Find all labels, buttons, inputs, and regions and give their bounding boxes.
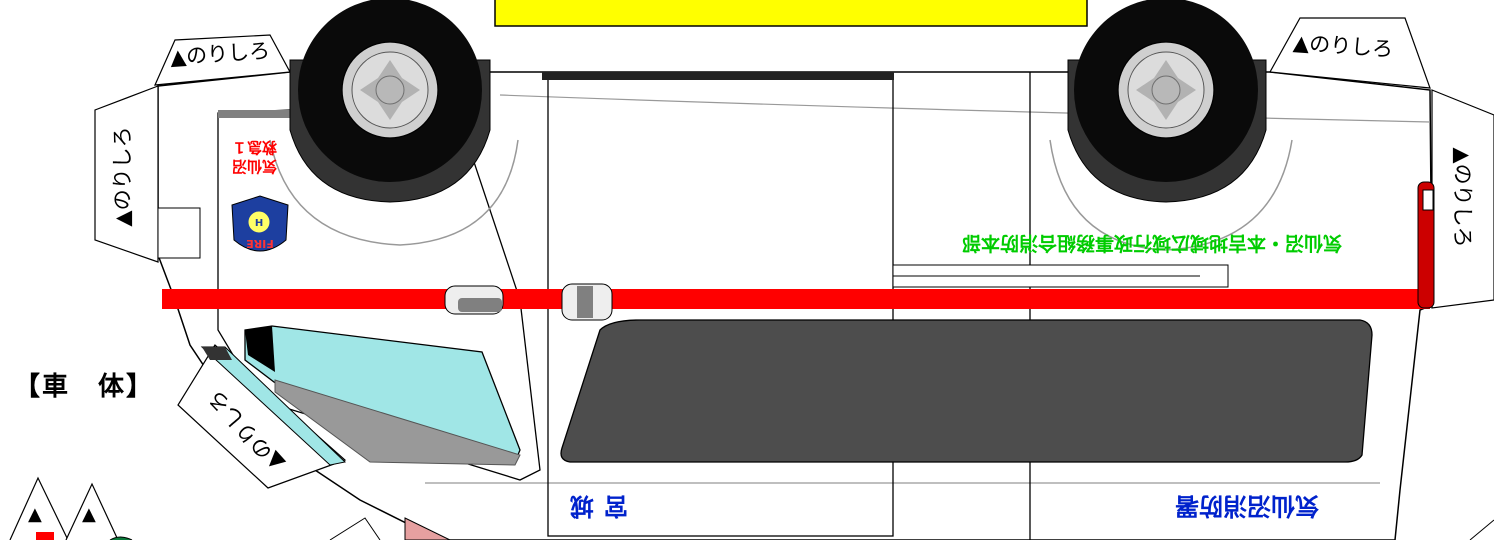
organization-name: 気仙沼・本吉地域広域行政事務組合消防本部 (962, 232, 1343, 254)
glue-label-left: ▲のりしろ (110, 126, 135, 227)
glue-tab-upper-right (1269, 17, 1431, 89)
glue-mark-2: ▲ (82, 504, 96, 525)
side-window (560, 319, 1373, 463)
glue-tab-left (94, 85, 159, 263)
section-label: 【車 体】 (14, 372, 155, 402)
emblem-label: FIRE (246, 237, 274, 250)
red-stripe (162, 289, 1430, 309)
glue-label-right: ▲のりしろ (1450, 147, 1475, 248)
station-name: 気仙沼消防署 (1175, 492, 1319, 520)
front-wheel (289, 0, 491, 203)
glue-tab-upper-left (154, 34, 291, 86)
glue-mark-1: ▲ (28, 504, 42, 525)
vehicle-name: 気仙沼 救急１ (232, 138, 278, 176)
svg-text:H: H (255, 218, 263, 229)
fire-emblem: H FIRE (231, 195, 289, 252)
rear-wheel (1067, 0, 1267, 203)
prefecture-name: 宮城 (560, 492, 628, 520)
top-panel (494, 0, 1088, 27)
